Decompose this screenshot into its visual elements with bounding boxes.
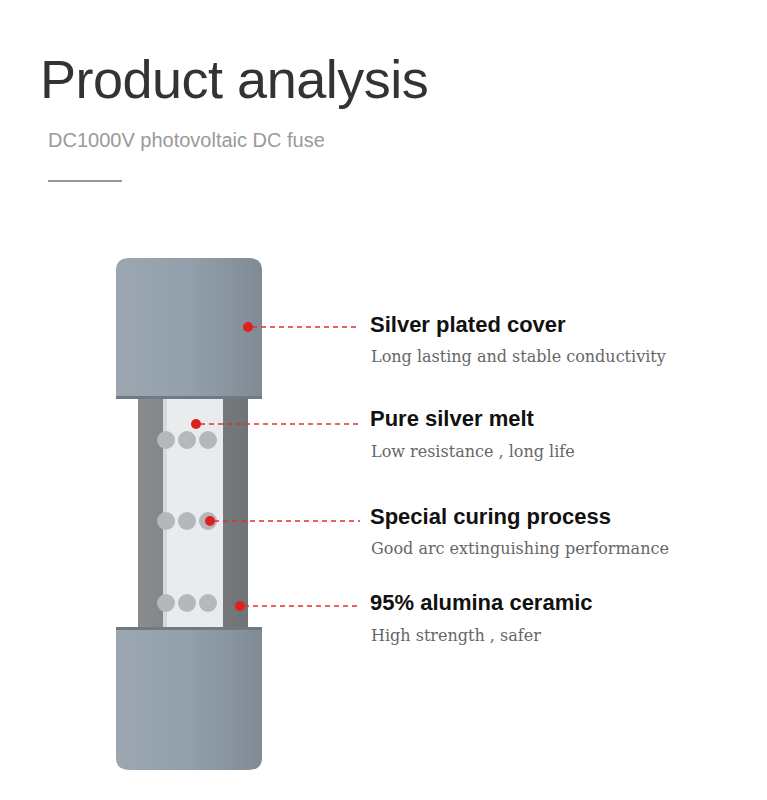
callout-description: High strength , safer <box>371 626 541 645</box>
callout-description: Good arc extinguishing performance <box>371 539 669 558</box>
bottom-cap <box>116 628 262 770</box>
callout-heading: Silver plated cover <box>370 312 566 338</box>
callout-description: Long lasting and stable conductivity <box>371 347 666 366</box>
top-cap <box>116 258 262 398</box>
subtitle: DC1000V photovoltaic DC fuse <box>48 129 325 152</box>
callout-dots <box>191 322 253 611</box>
leader-lines <box>200 327 360 606</box>
melt-dots <box>157 431 217 612</box>
callout-heading: Pure silver melt <box>370 406 534 432</box>
callout-description: Low resistance , long life <box>371 442 575 461</box>
ceramic-tube <box>138 392 248 632</box>
silver-melt <box>163 392 223 632</box>
page-title: Product analysis <box>40 48 428 110</box>
cap-edge <box>116 627 262 630</box>
callout-heading: 95% alumina ceramic <box>370 590 593 616</box>
cap-edge <box>116 396 262 399</box>
divider-line <box>48 180 122 182</box>
callout-heading: Special curing process <box>370 504 611 530</box>
